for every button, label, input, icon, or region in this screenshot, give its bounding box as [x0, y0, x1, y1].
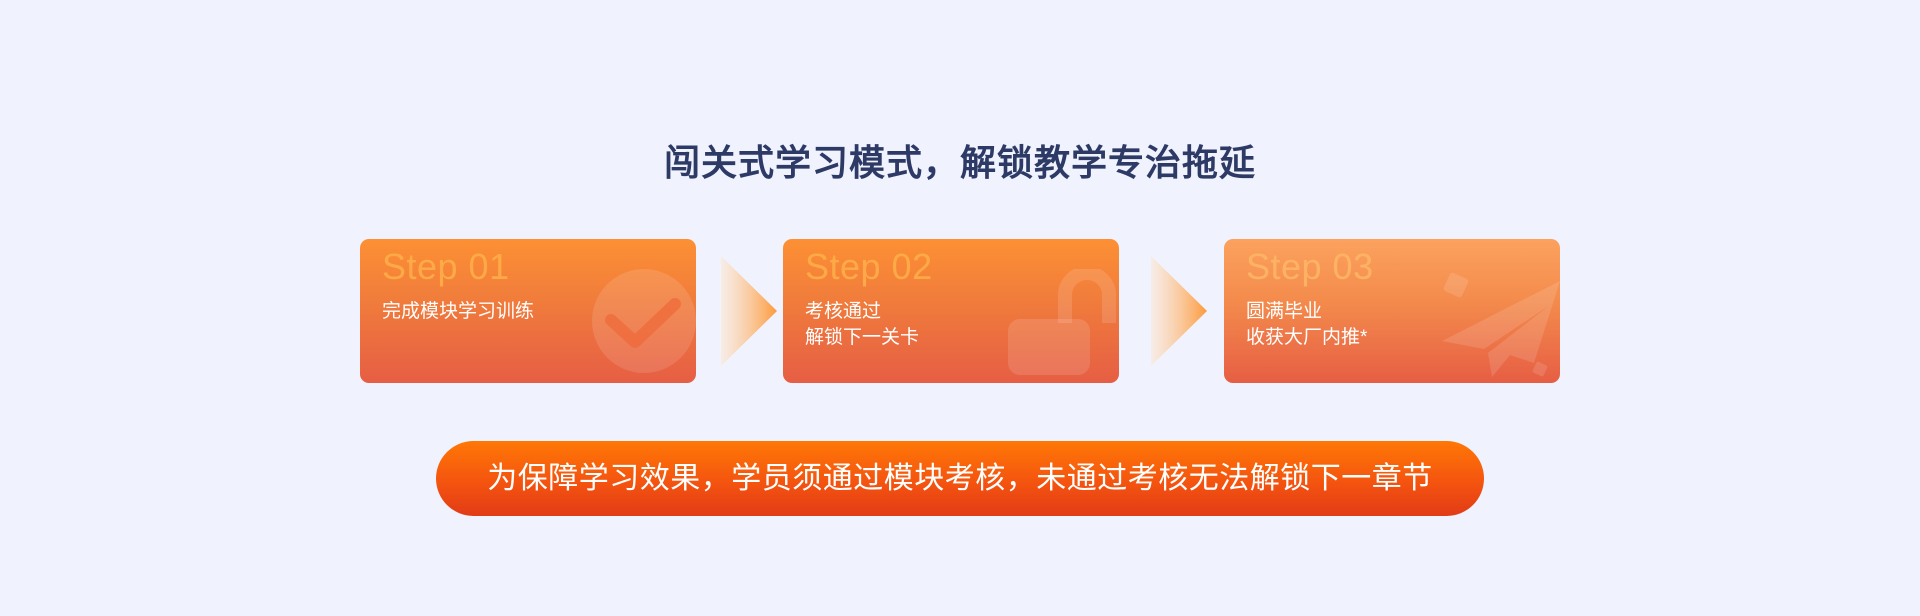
step-description-line: 完成模块学习训练: [382, 301, 535, 322]
arrow-right-icon: [721, 256, 777, 366]
step-description-line: 解锁下一关卡: [805, 327, 920, 348]
step-card-3: Step 03 圆满毕业 收获大厂内推*: [1224, 239, 1560, 383]
step-card-2: Step 02 考核通过 解锁下一关卡: [783, 239, 1119, 383]
page-title: 闯关式学习模式，解锁教学专治拖延: [663, 142, 1256, 183]
notice-banner: 为保障学习效果，学员须通过模块考核，未通过考核无法解锁下一章节: [436, 441, 1484, 516]
unlock-icon: [1008, 269, 1116, 375]
step-description-line: 收获大厂内推*: [1246, 327, 1368, 348]
paper-plane-icon: [1442, 272, 1560, 377]
step-card-1: Step 01 完成模块学习训练: [360, 239, 696, 383]
step-description-line: 考核通过: [805, 301, 882, 322]
step-description: 考核通过 解锁下一关卡: [805, 299, 919, 351]
step-label: Step 02: [805, 246, 933, 287]
step-label: Step 03: [1246, 246, 1374, 287]
step-label: Step 01: [382, 246, 510, 287]
arrow-right-icon: [1151, 256, 1207, 366]
check-circle-icon: [592, 269, 696, 373]
step-description: 圆满毕业 收获大厂内推*: [1246, 299, 1367, 351]
step-description-line: 圆满毕业: [1246, 301, 1323, 322]
step-description: 完成模块学习训练: [382, 299, 534, 325]
